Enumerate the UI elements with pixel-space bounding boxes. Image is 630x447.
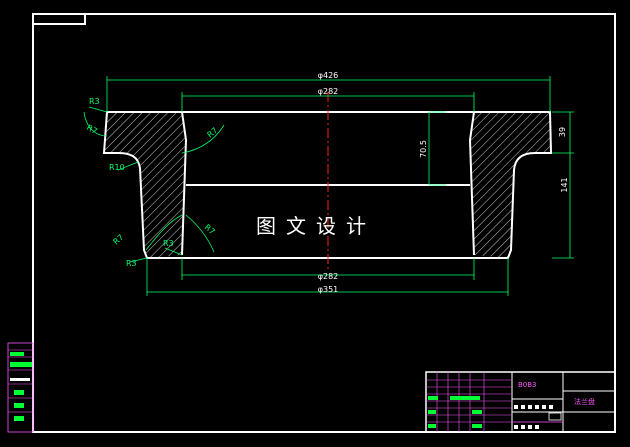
title-block-material: B0B3 — [518, 381, 537, 389]
radius-r3-top: R3 — [89, 97, 100, 106]
right-section-hatch — [470, 112, 551, 258]
dim-height-39: 39 — [558, 127, 567, 137]
dim-height-70-5: 70.5 — [419, 140, 428, 158]
sheet-border — [32, 13, 616, 433]
title-block — [425, 371, 616, 433]
radius-r7-center: R7 — [206, 126, 220, 140]
radius-r7-lower-right: R7 — [203, 223, 217, 237]
radius-r3-bottom: R3 — [126, 259, 137, 268]
left-section-hatch — [104, 112, 186, 258]
corner-tag — [33, 14, 86, 25]
left-bore-line — [181, 111, 188, 256]
left-side-legend — [7, 342, 34, 433]
radius-r3-lower: R3 — [163, 239, 174, 248]
radius-r7-left: R7 — [85, 123, 99, 136]
dim-height-141: 141 — [560, 177, 569, 192]
radius-r10: R10 — [109, 163, 125, 172]
dim-diameter-282-bottom: φ282 — [318, 272, 339, 281]
dim-diameter-426: φ426 — [318, 71, 339, 80]
right-bore-line — [468, 111, 475, 256]
radius-r7-lower-left: R7 — [112, 233, 126, 247]
dim-diameter-351: φ351 — [318, 285, 339, 294]
dimension-lines — [83, 76, 574, 296]
watermark: 图文设计 — [256, 214, 376, 238]
title-block-part-name: 法兰盘 — [574, 397, 595, 406]
dim-diameter-282-top: φ282 — [318, 87, 339, 96]
